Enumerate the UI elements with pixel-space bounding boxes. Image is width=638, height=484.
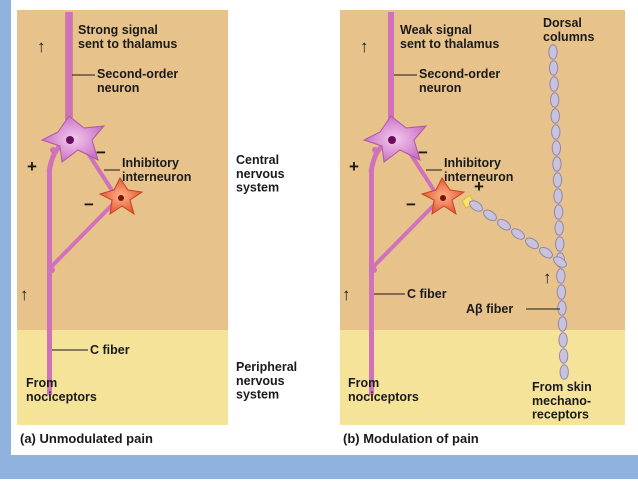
panel-b-pns-region xyxy=(340,330,625,425)
ab-fiber-bead xyxy=(548,60,559,76)
ab-fiber-bead xyxy=(552,172,563,188)
ab-fiber-branch-bead xyxy=(469,200,483,212)
panel-b-c-fiber-label: C fiber xyxy=(407,287,447,301)
ab-fiber-bead xyxy=(548,44,558,60)
ab-fiber-bead xyxy=(551,124,561,140)
panel-a-interneuron-nucleus xyxy=(118,195,124,201)
ab-fiber-branch-bead xyxy=(511,228,525,240)
ab-fiber-bead xyxy=(549,76,559,92)
panel-a-neurons xyxy=(40,12,144,395)
ab-fiber-bead xyxy=(556,284,567,300)
panel-b-plus-sign-2: + xyxy=(474,177,484,196)
panel-b-arrow-top: ↑ xyxy=(360,37,369,56)
panel-a-c-fiber-branch-up xyxy=(46,144,62,173)
left-frame-bar xyxy=(0,0,11,455)
panel-b-c-fiber xyxy=(369,170,374,395)
ab-fiber-branch-bead xyxy=(539,246,553,259)
footer-bar xyxy=(0,455,638,479)
panel-b-c-fiber-branch-inter xyxy=(370,203,436,270)
panel-a-pns-region xyxy=(17,330,228,425)
panel-a-cns-region xyxy=(17,10,228,330)
ab-fiber-bead xyxy=(550,108,560,124)
ab-fiber-branch-bead xyxy=(483,209,497,222)
ab-fiber-bead xyxy=(549,92,560,108)
ab-fiber-branch-bead xyxy=(497,218,511,231)
ab-fiber-bead xyxy=(554,220,564,236)
panel-b-neurons xyxy=(362,12,475,395)
ab-fiber-bead xyxy=(557,300,567,316)
panel-a-minus-sign-2: − xyxy=(84,195,94,214)
panel-a-arrow-bottom: ↑ xyxy=(20,285,29,304)
panel-b-minus-sign-2: − xyxy=(406,195,416,214)
panel-a-second-order-nucleus xyxy=(66,136,74,144)
panel-b-arrow-bottom: ↑ xyxy=(342,285,351,304)
ab-fiber-bead xyxy=(556,268,566,284)
panel-a-arrow-top: ↑ xyxy=(37,37,46,56)
panel-b-second-order-axon xyxy=(388,12,394,130)
panel-a-c-fiber-label: C fiber xyxy=(90,343,130,357)
panel-b-leaders xyxy=(374,74,560,310)
panel-b-interneuron-axon xyxy=(406,148,437,194)
panel-a-interneuron-axon xyxy=(84,148,115,194)
ab-fiber-bead xyxy=(553,188,563,204)
panel-b-cns-region xyxy=(340,10,625,330)
panel-b-plus-sign: + xyxy=(349,157,359,176)
ab-fiber-branch-bead xyxy=(553,256,567,268)
ab-fiber-bead xyxy=(551,140,562,156)
ab-fiber-branch-bead xyxy=(525,237,539,250)
panel-b-minus-sign-1: − xyxy=(418,143,428,162)
panel-a-minus-sign-1: − xyxy=(96,143,106,162)
panel-a-c-fiber-branch-inter xyxy=(48,203,114,270)
panel-a-caption: (a) Unmodulated pain xyxy=(20,431,153,446)
ab-fiber-bead xyxy=(555,236,565,252)
panel-a-second-order-axon xyxy=(66,12,72,130)
panel-b-ab-fiber-label: Aβ fiber xyxy=(466,302,513,316)
ab-fiber-bead xyxy=(553,204,564,220)
panel-b-ab-fiber xyxy=(469,44,569,380)
ab-fiber-bead xyxy=(557,316,568,332)
panel-b-arrow-ab: ↑ xyxy=(543,268,552,287)
panel-b-caption: (b) Modulation of pain xyxy=(343,431,479,446)
panel-a-plus-sign: + xyxy=(27,157,37,176)
ab-fiber-bead xyxy=(552,156,562,172)
panel-a-leaders xyxy=(52,74,120,351)
ab-fiber-bead xyxy=(558,332,568,348)
ab-fiber-bead xyxy=(558,348,569,364)
ab-fiber-bead xyxy=(559,364,569,380)
panel-a-c-fiber xyxy=(47,170,52,395)
